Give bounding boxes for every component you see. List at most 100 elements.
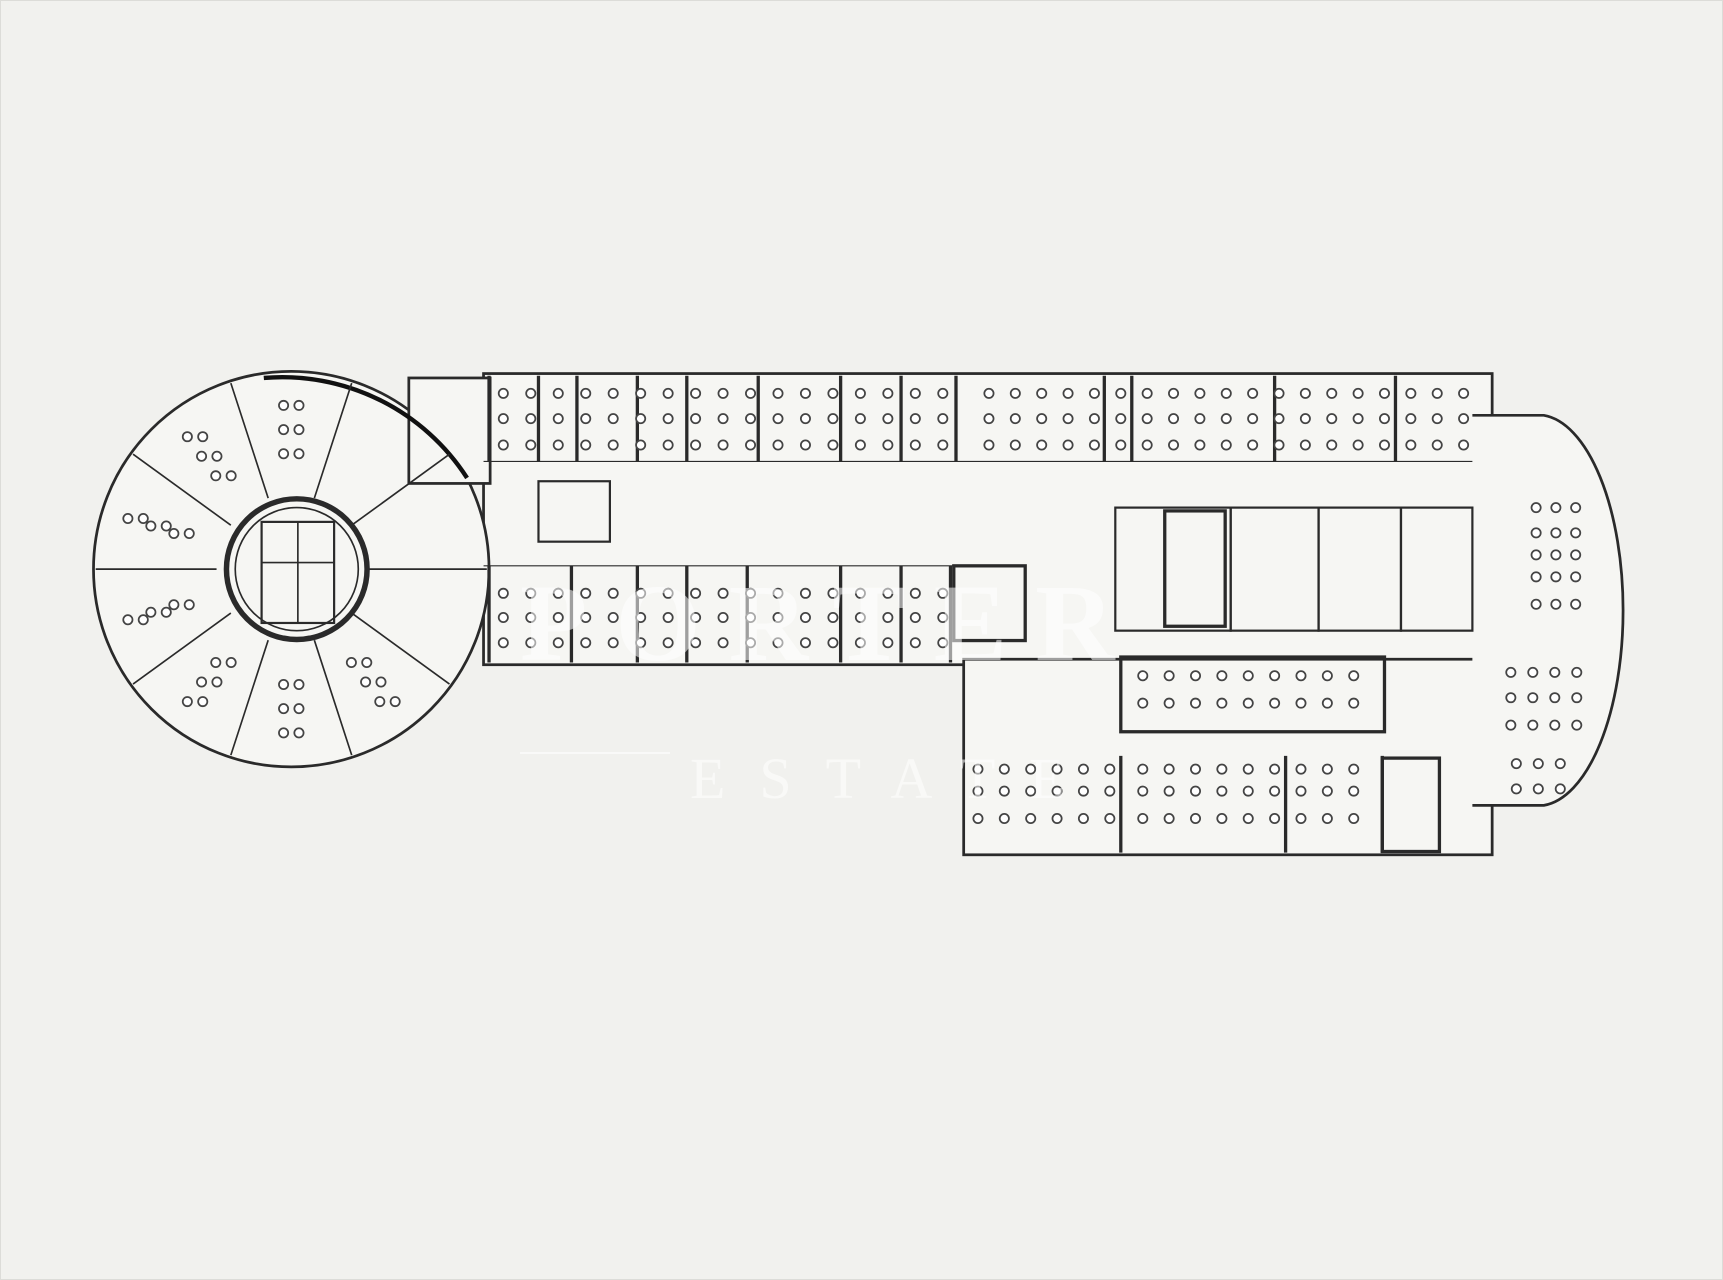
chair-icon: [1247, 413, 1259, 425]
chair-icon: [1295, 785, 1307, 797]
partition-wall: [313, 639, 353, 756]
chair-icon: [497, 387, 509, 399]
chair-icon: [160, 520, 172, 532]
chair-icon: [1321, 813, 1333, 825]
chair-icon: [998, 813, 1010, 825]
chair-icon: [1321, 670, 1333, 682]
chair-icon: [662, 387, 674, 399]
chair-icon: [293, 399, 305, 411]
chair-icon: [168, 527, 180, 539]
chair-icon: [690, 587, 702, 599]
chair-icon: [1025, 785, 1037, 797]
chair-icon: [1216, 763, 1228, 775]
chair-icon: [525, 387, 537, 399]
chair-icon: [1141, 413, 1153, 425]
chair-icon: [690, 439, 702, 451]
chair-icon: [145, 520, 157, 532]
chair-icon: [552, 439, 564, 451]
chair-icon: [882, 587, 894, 599]
chair-icon: [607, 611, 619, 623]
chair-icon: [998, 785, 1010, 797]
chair-icon: [1168, 439, 1180, 451]
chair-icon: [580, 439, 592, 451]
partition-wall: [230, 382, 269, 499]
chair-icon: [278, 399, 290, 411]
chair-icon: [662, 439, 674, 451]
chair-icon: [1348, 670, 1360, 682]
chair-icon: [1570, 549, 1582, 561]
chair-icon: [745, 637, 757, 649]
chair-icon: [799, 439, 811, 451]
chair-icon: [1104, 763, 1116, 775]
chair-icon: [690, 387, 702, 399]
chair-icon: [717, 611, 729, 623]
chair-icon: [1269, 670, 1281, 682]
chair-icon: [1009, 413, 1021, 425]
chair-icon: [1163, 670, 1175, 682]
chair-icon: [1242, 670, 1254, 682]
chair-icon: [1137, 670, 1149, 682]
chair-icon: [1299, 413, 1311, 425]
chair-icon: [827, 587, 839, 599]
chair-icon: [1527, 719, 1539, 731]
chair-icon: [1115, 387, 1127, 399]
chair-icon: [1326, 439, 1338, 451]
chair-icon: [278, 679, 290, 690]
chair-icon: [1104, 813, 1116, 825]
chair-icon: [607, 439, 619, 451]
chair-icon: [772, 439, 784, 451]
partition-wall: [351, 612, 450, 685]
chair-icon: [278, 703, 290, 715]
chair-icon: [1505, 719, 1517, 731]
chair-icon: [1295, 763, 1307, 775]
chair-icon: [1530, 527, 1542, 539]
chair-icon: [168, 599, 180, 611]
chair-icon: [909, 611, 921, 623]
chair-icon: [181, 431, 193, 443]
chair-icon: [1378, 413, 1390, 425]
partition-wall: [132, 453, 232, 526]
chair-icon: [1273, 387, 1285, 399]
partition-wall: [230, 639, 269, 756]
chair-icon: [772, 637, 784, 649]
chair-icon: [1163, 813, 1175, 825]
chair-icon: [210, 656, 222, 668]
chair-icon: [717, 387, 729, 399]
chair-icon: [1554, 758, 1566, 770]
chair-icon: [1510, 783, 1522, 795]
chair-icon: [1247, 387, 1259, 399]
chair-icon: [1570, 502, 1582, 514]
chair-icon: [745, 413, 757, 425]
chair-icon: [937, 413, 949, 425]
chair-icon: [1036, 439, 1048, 451]
chair-icon: [552, 637, 564, 649]
chair-icon: [1431, 413, 1443, 425]
chair-icon: [827, 413, 839, 425]
chair-icon: [1554, 783, 1566, 795]
chair-icon: [937, 439, 949, 451]
chair-icon: [690, 413, 702, 425]
chair-icon: [799, 611, 811, 623]
chair-icon: [972, 785, 984, 797]
chair-icon: [525, 587, 537, 599]
chair-icon: [1220, 413, 1232, 425]
chair-icon: [361, 656, 373, 668]
chair-icon: [1295, 697, 1307, 709]
chair-icon: [1036, 413, 1048, 425]
chair-icon: [160, 606, 172, 618]
chair-icon: [1550, 571, 1562, 583]
chair-icon: [497, 413, 509, 425]
chair-icon: [1530, 549, 1542, 561]
chair-icon: [1062, 413, 1074, 425]
chair-icon: [1273, 413, 1285, 425]
chair-icon: [1348, 785, 1360, 797]
chair-icon: [1549, 692, 1561, 704]
chair-icon: [662, 587, 674, 599]
chair-icon: [1348, 697, 1360, 709]
chair-icon: [183, 527, 195, 539]
chair-icon: [1168, 413, 1180, 425]
partition-wall: [351, 453, 450, 526]
chair-icon: [375, 676, 387, 688]
chair-icon: [1088, 387, 1100, 399]
chair-icon: [1295, 813, 1307, 825]
